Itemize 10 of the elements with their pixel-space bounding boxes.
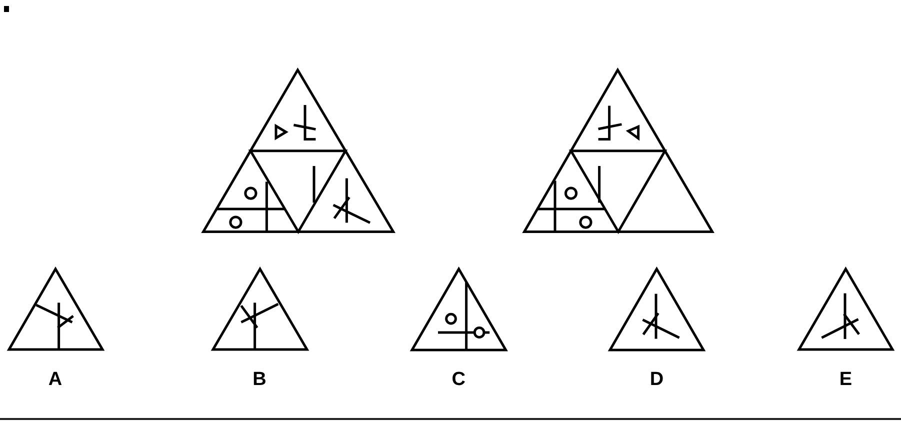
option-letter: A	[47, 370, 64, 389]
option-letter: D	[648, 370, 665, 389]
option-triangle-figure	[608, 264, 706, 352]
option-triangle-figure	[797, 265, 894, 352]
option-letter: E	[838, 370, 854, 389]
option-triangle-figure	[210, 265, 308, 352]
option-triangle-figure	[410, 264, 508, 352]
option-letter: C	[450, 370, 466, 389]
option-letter: B	[252, 370, 268, 389]
option-triangle-figure	[6, 265, 104, 352]
